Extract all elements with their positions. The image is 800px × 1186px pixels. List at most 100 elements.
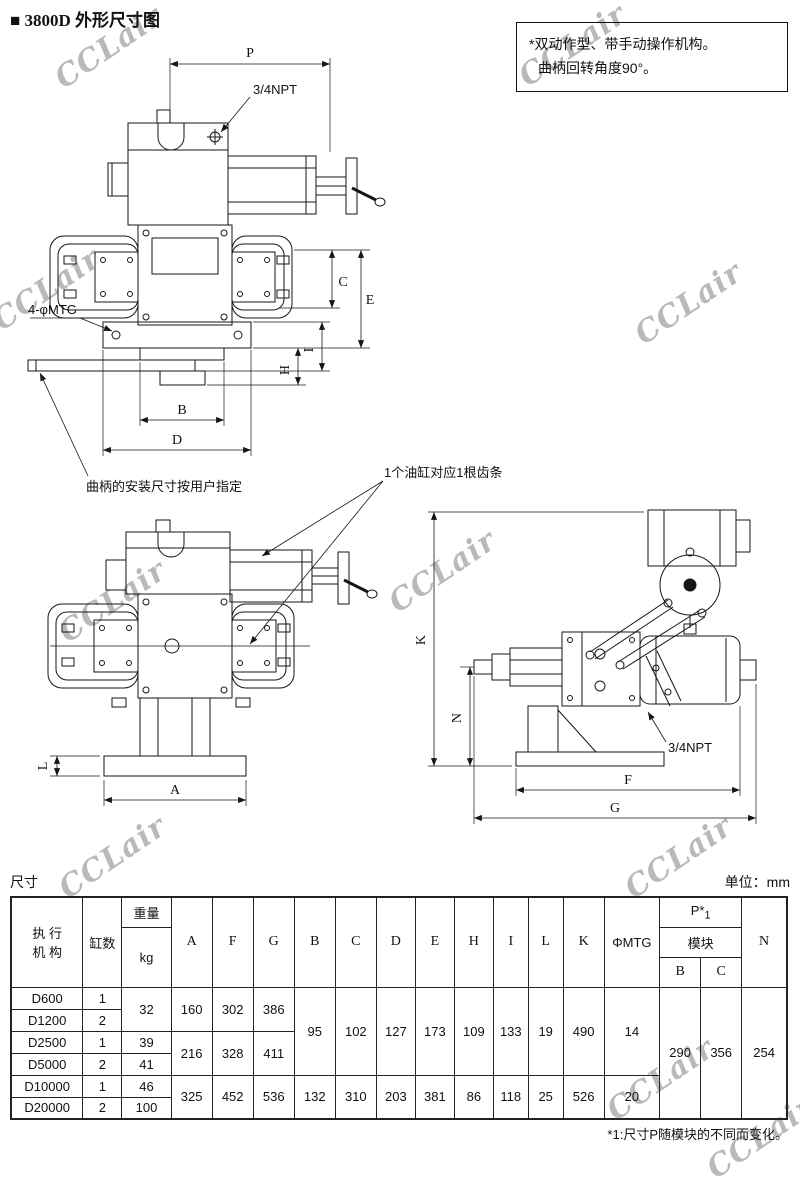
cell-I: 118 — [492, 1074, 529, 1120]
header-cylinders: 缸数 — [82, 896, 123, 988]
cell-model: D20000 — [10, 1096, 84, 1120]
cell-cyl: 1 — [82, 1074, 123, 1098]
cell-cyl: 1 — [82, 986, 123, 1010]
header-module-c: C — [700, 956, 743, 988]
table-footnote: *1:尺寸P随模块的不同而变化。 — [607, 1127, 788, 1142]
cell-model: D10000 — [10, 1074, 84, 1098]
cell-G: 411 — [252, 1030, 295, 1076]
cell-K: 526 — [562, 1074, 605, 1120]
cell-weight: 41 — [121, 1052, 172, 1076]
cell-F: 452 — [211, 1074, 254, 1120]
side-view-drawing — [473, 509, 757, 767]
side-view-dimensions — [428, 511, 757, 824]
table-row: D1200 2 — [10, 1008, 787, 1032]
front-view-drawing — [27, 109, 386, 386]
cell-E: 173 — [414, 986, 455, 1076]
header-A: A — [170, 896, 213, 988]
cell-mtg: 20 — [603, 1074, 661, 1120]
header-F: F — [211, 896, 254, 988]
header-n: N — [741, 896, 788, 988]
dim-D: D — [172, 433, 182, 448]
header-actuator-line1: 执 行 — [32, 926, 62, 942]
cell-L: 19 — [527, 986, 564, 1076]
cell-H: 109 — [453, 986, 494, 1076]
header-actuator: 执 行 机 构 — [10, 896, 84, 988]
mtg-label: 4-φMTG — [28, 302, 77, 317]
dim-K: K — [414, 635, 429, 645]
table-row: D600 1 32 160 302 386 95 102 127 173 109… — [10, 986, 788, 1120]
cell-cyl: 2 — [82, 1096, 123, 1120]
cell-p-c: 356 — [700, 986, 743, 1120]
dim-B: B — [177, 403, 186, 418]
cell-model: D5000 — [10, 1052, 84, 1076]
header-C: C — [334, 896, 377, 988]
dim-C: C — [338, 275, 347, 290]
dimension-table: 执 行 机 构 缸数 重量 A F G B C D E H I L K ΦMTG… — [10, 896, 788, 1120]
cell-cyl: 2 — [82, 1052, 123, 1076]
dim-F: F — [624, 773, 632, 788]
cell-L: 25 — [527, 1074, 564, 1120]
cell-G: 386 — [252, 986, 295, 1032]
cell-mtg: 14 — [603, 986, 661, 1076]
cell-p-b: 290 — [659, 986, 702, 1120]
cell-n: 254 — [741, 986, 788, 1120]
header-p: P*1 — [659, 896, 743, 928]
dim-L: L — [36, 762, 51, 771]
header-B: B — [293, 896, 336, 988]
cell-weight: 39 — [121, 1030, 172, 1054]
cell-K: 490 — [562, 986, 605, 1076]
header-module: 模块 — [659, 926, 743, 958]
table-row: D5000 2 41 — [10, 1052, 787, 1076]
cell-model: D1200 — [10, 1008, 84, 1032]
header-weight: 重量 — [121, 896, 172, 928]
header-L: L — [527, 896, 564, 988]
cell-D: 127 — [375, 986, 416, 1076]
cell-B: 132 — [293, 1074, 336, 1120]
header-p-sub: 1 — [704, 909, 711, 922]
header-weight-unit: kg — [121, 926, 172, 988]
header-G: G — [252, 896, 295, 988]
cell-weight: 100 — [121, 1096, 172, 1120]
table-row: D20000 2 100 — [10, 1096, 787, 1120]
cell-G: 536 — [252, 1074, 295, 1120]
cell-I: 133 — [492, 986, 529, 1076]
header-E: E — [414, 896, 455, 988]
front-view-2-drawing — [47, 519, 378, 777]
front-view-labels: P 3/4NPT C E I H B D 4-φMTG 曲柄的安装尺寸按用户指定 — [28, 46, 374, 494]
note-box: *双动作型、带手动操作机构。 曲柄回转角度90°。 — [516, 22, 788, 92]
crank-note: 曲柄的安装尺寸按用户指定 — [86, 479, 242, 494]
cell-F: 302 — [211, 986, 254, 1032]
cell-F: 328 — [211, 1030, 254, 1076]
front-view-2-labels: 1个油缸对应1根齿条 L A — [36, 465, 502, 798]
dim-N: N — [450, 713, 465, 723]
cell-model: D600 — [10, 986, 84, 1010]
cell-weight: 46 — [121, 1074, 172, 1098]
technical-drawings: P 3/4NPT C E I H B D 4-φMTG 曲柄的安装尺寸按用户指定 — [27, 46, 757, 824]
header-p-text: P* — [690, 902, 705, 918]
dim-I: I — [302, 347, 317, 352]
cell-cyl: 2 — [82, 1008, 123, 1032]
dim-H: H — [278, 365, 293, 375]
header-I: I — [492, 896, 529, 988]
cell-cyl: 1 — [82, 1030, 123, 1054]
cell-E: 381 — [414, 1074, 455, 1120]
cell-weight: 32 — [121, 986, 172, 1032]
cell-A: 325 — [170, 1074, 213, 1120]
cell-model: D2500 — [10, 1030, 84, 1054]
note-line-1: *双动作型、带手动操作机构。 — [529, 36, 717, 52]
rack-note: 1个油缸对应1根齿条 — [384, 465, 502, 480]
header-K: K — [562, 896, 605, 988]
cell-H: 86 — [453, 1074, 494, 1120]
cell-C: 310 — [334, 1074, 377, 1120]
cell-D: 203 — [375, 1074, 416, 1120]
header-D: D — [375, 896, 416, 988]
npt-label-front: 3/4NPT — [253, 82, 297, 97]
header-H: H — [453, 896, 494, 988]
header-mtg: ΦMTG — [603, 896, 661, 988]
table-caption: 尺寸 — [10, 874, 38, 890]
dim-P: P — [246, 46, 254, 61]
dimension-table-section: 尺寸 单位：mm 执 行 机 构 缸数 重量 A F G B — [10, 872, 790, 1143]
page-title: ■ 3800D 外形尺寸图 — [10, 11, 161, 30]
npt-label-side: 3/4NPT — [668, 740, 712, 755]
header-module-b: B — [659, 956, 702, 988]
